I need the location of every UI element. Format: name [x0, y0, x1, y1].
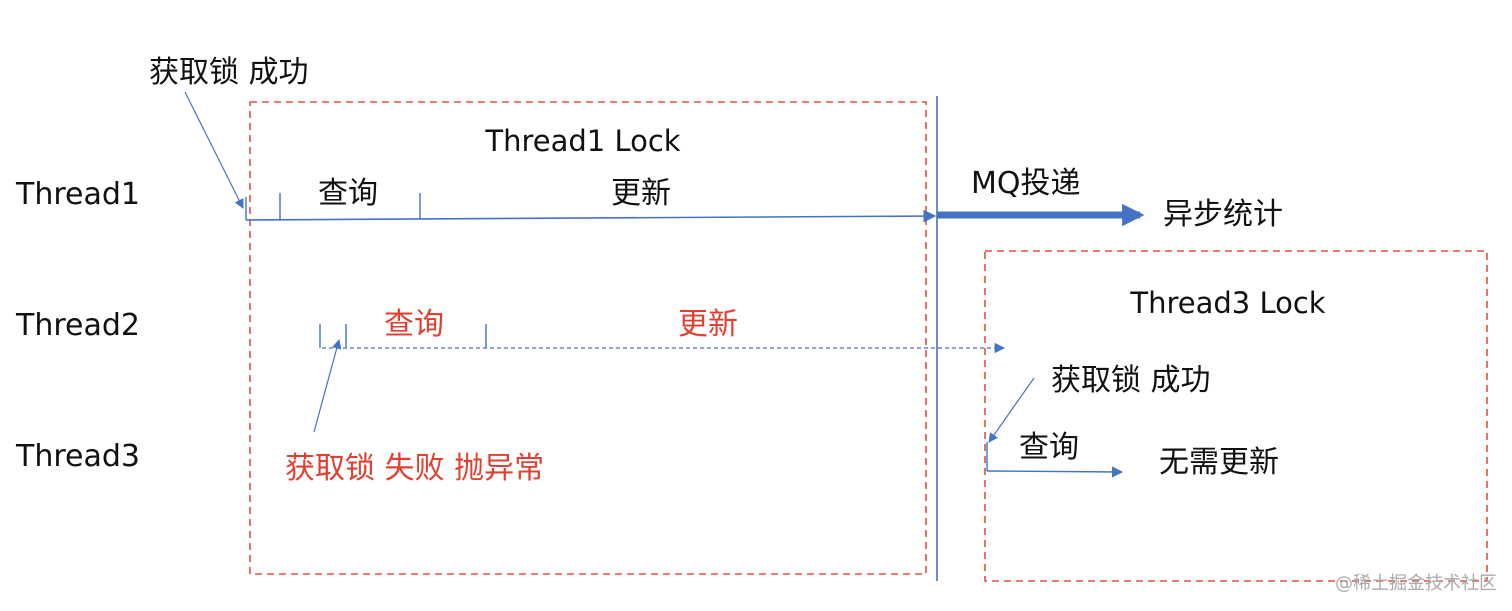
thread3-timeline	[986, 466, 1124, 478]
thread2-lock-fail-text: 获取锁 失败 抛异常	[285, 451, 544, 486]
thread1-query-text: 查询	[318, 176, 378, 211]
thread3-label: Thread3	[15, 439, 140, 474]
thread3-lock-box-title: Thread3 Lock	[1129, 286, 1325, 320]
thread1-timeline	[245, 209, 937, 223]
thread1-lock-success-text: 获取锁 成功	[149, 55, 309, 90]
thread3-lock-pointer	[988, 377, 1035, 443]
mq-delivery-text: MQ投递	[971, 166, 1081, 201]
thread1-lock-pointer	[184, 91, 244, 209]
thread2-label: Thread2	[15, 308, 140, 343]
thread3-lock-success-text: 获取锁 成功	[1051, 363, 1211, 398]
thread1-lock-box-title: Thread1 Lock	[484, 124, 680, 158]
thread2-update-text: 更新	[678, 307, 738, 342]
thread1-update-text: 更新	[611, 176, 671, 211]
thread2-query-text: 查询	[384, 307, 444, 342]
thread3-lock-box	[984, 250, 1488, 582]
thread3-no-update-text: 无需更新	[1159, 445, 1279, 480]
thread3-query-text: 查询	[1019, 430, 1079, 465]
thread1-lock-box	[249, 101, 927, 575]
thread1-label: Thread1	[15, 177, 140, 212]
watermark-text: @稀土掘金技术社区	[1335, 573, 1497, 594]
thread2-lock-fail-pointer	[313, 339, 342, 433]
async-stats-text: 异步统计	[1163, 197, 1283, 232]
